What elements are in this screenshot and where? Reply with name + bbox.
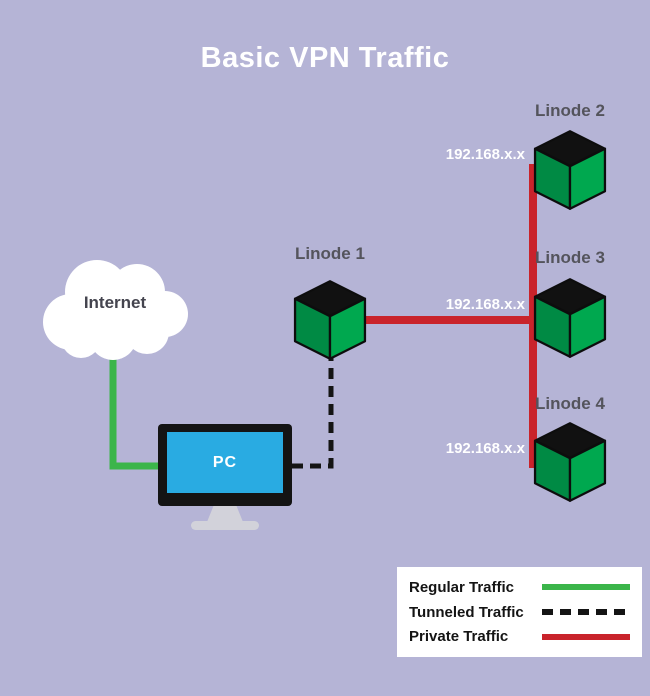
pc-screen: PC <box>167 432 283 493</box>
legend-label-tunneled: Tunneled Traffic <box>409 603 524 621</box>
ip-label-linode2: 192.168.x.x <box>445 146 525 163</box>
linode2-cube-icon <box>532 128 608 212</box>
linode3-label: Linode 3 <box>535 248 605 267</box>
regular-traffic-swatch <box>542 584 630 591</box>
linode4-cube-icon <box>532 420 608 504</box>
linode3-cube-icon <box>532 276 608 360</box>
pc-node: PC <box>158 424 292 506</box>
internet-node: Internet <box>25 245 205 367</box>
linode1-cube-icon <box>292 278 368 362</box>
ip-label-linode4: 192.168.x.x <box>445 440 525 457</box>
tunneled-traffic-swatch <box>542 609 630 615</box>
legend-row-regular: Regular Traffic <box>409 579 630 596</box>
internet-label: Internet <box>83 293 147 312</box>
regular-traffic-line <box>109 350 161 470</box>
linode2-label: Linode 2 <box>535 101 605 120</box>
legend: Regular Traffic Tunneled Traffic Private… <box>397 567 642 657</box>
legend-row-tunneled: Tunneled Traffic <box>409 604 630 621</box>
legend-row-private: Private Traffic <box>409 628 630 645</box>
tunneled-traffic-line <box>291 350 334 469</box>
private-traffic-swatch <box>542 633 630 640</box>
ip-label-linode3: 192.168.x.x <box>445 296 525 313</box>
linode4-label: Linode 4 <box>535 394 605 413</box>
pc-stand-neck <box>207 506 243 522</box>
diagram-title: Basic VPN Traffic <box>200 42 450 74</box>
legend-label-regular: Regular Traffic <box>409 578 515 596</box>
pc-stand-base <box>191 521 259 530</box>
cloud-icon <box>43 260 188 360</box>
pc-label: PC <box>212 453 238 471</box>
legend-label-private: Private Traffic <box>409 628 509 646</box>
linode1-label: Linode 1 <box>295 244 365 263</box>
